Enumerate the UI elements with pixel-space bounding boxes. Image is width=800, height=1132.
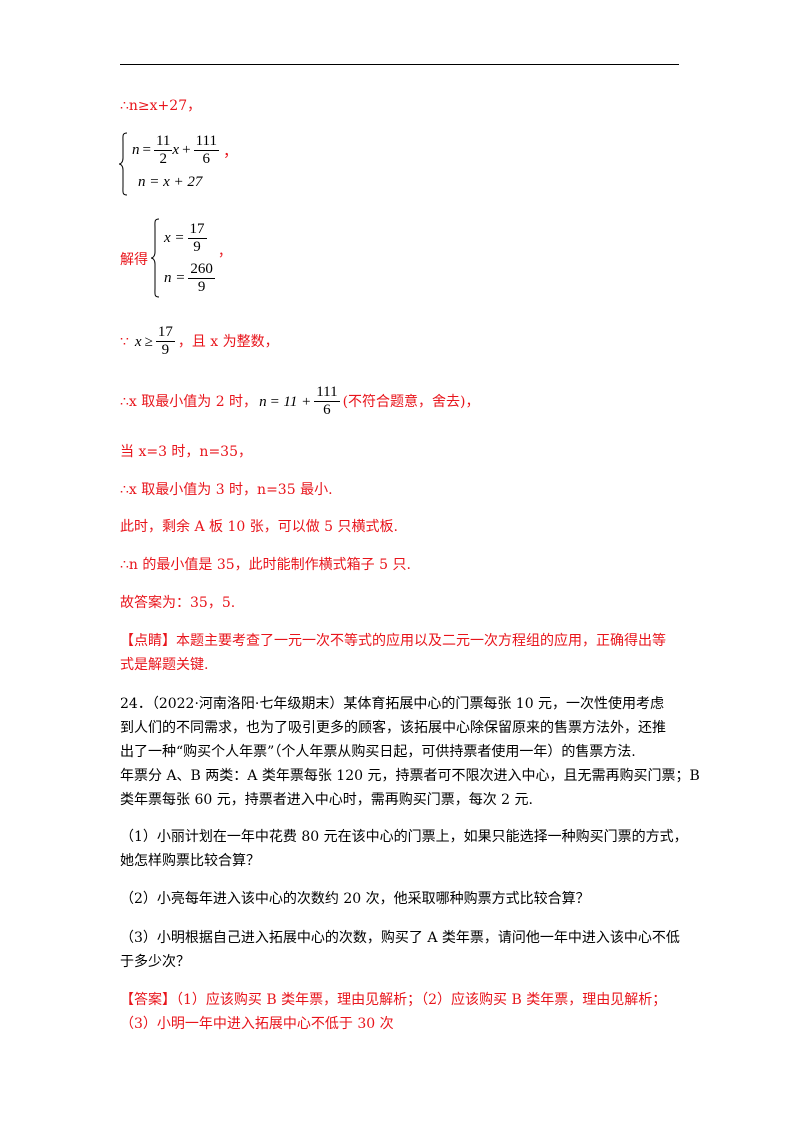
- ge-sign: ≥: [144, 333, 153, 350]
- var-x: x: [134, 333, 142, 350]
- numerator: 111: [314, 384, 340, 402]
- eq-sign: =: [142, 141, 151, 158]
- sub-question-1-line-1: （1）小丽计划在一年中花费 80 元在该中心的门票上，如果只能选择一种购买门票的…: [120, 829, 688, 845]
- sub-question-3-line-1: （3）小明根据自己进入拓展中心的次数，购买了 A 类年票，请问他一年中进入该中心…: [120, 930, 680, 946]
- answer-line-2: （3）小明一年中进入拓展中心不低于 30 次: [120, 1016, 394, 1032]
- question-24-line-2: 到人们的不同需求，也为了吸引更多的顾客，该拓展中心除保留原来的售票方法外，还推: [120, 720, 666, 736]
- line-remaining: 此时，剩余 A 板 10 张，可以做 5 只横式板.: [120, 519, 398, 535]
- var-n: n: [259, 393, 267, 410]
- min-2-text: ∴x 取最小值为 2 时，: [120, 393, 258, 410]
- lhs-n: n =: [164, 269, 186, 286]
- numerator: 17: [155, 324, 175, 342]
- equation-system-2: x = 17 9 n = 260 9 ，: [150, 218, 232, 298]
- numerator: 17: [187, 220, 207, 239]
- numerator: 111: [193, 132, 219, 151]
- fraction-111-6: 111 6: [193, 132, 219, 168]
- denominator: 9: [193, 238, 201, 255]
- fraction-17-9: 17 9: [155, 324, 175, 359]
- dianjing-line-2: 式是解题关键.: [120, 657, 209, 673]
- reject-note: (不符合题意，舍去)，: [342, 393, 480, 410]
- question-24-line-3: 出了一种“购买个人年票”（个人年票从购买日起，可供持票者使用一年）的售票方法.: [120, 744, 636, 760]
- line-answer: 故答案为：35，5.: [120, 595, 236, 611]
- question-24-line-4: 年票分 A、B 两类：A 类年票每张 120 元，持票者可不限次进入中心，且无需…: [120, 768, 700, 784]
- line-x3: 当 x=3 时，n=35，: [120, 444, 252, 460]
- fraction-111-6: 111 6: [314, 384, 340, 419]
- dianjing-line-1: 【点睛】本题主要考查了一元一次不等式的应用以及二元一次方程组的应用，正确得出等: [120, 633, 666, 649]
- question-24-line-5: 类年票每张 60 元，持票者进入中心时，需再购买门票，每次 2 元.: [120, 792, 533, 808]
- plus-sign: +: [182, 141, 191, 158]
- sub-question-2: （2）小亮每年进入该中心的次数约 20 次，他采取哪种购票方式比较合算？: [120, 891, 590, 907]
- system-1-row-2: n = x + 27: [138, 173, 203, 190]
- solve-label: 解得: [120, 252, 148, 268]
- because-symbol: ∵: [120, 333, 129, 350]
- numerator: 260: [188, 260, 215, 279]
- sub-question-1-line-2: 她怎样购票比较合算？: [120, 853, 260, 869]
- answer-line-1: 【答案】（1）应该购买 B 类年票，理由见解析；（2）应该购买 B 类年票，理由…: [120, 992, 667, 1008]
- lhs-x: x =: [164, 229, 185, 246]
- integer-condition: ，且 x 为整数，: [177, 333, 279, 350]
- fraction-260-9: 260 9: [188, 261, 215, 296]
- system-2-row-2: n = 260 9: [164, 258, 215, 298]
- comma: ，: [222, 143, 238, 160]
- denominator: 6: [323, 402, 331, 418]
- numerator: 11: [153, 132, 173, 151]
- expr: = 11 +: [269, 393, 312, 410]
- denominator: 2: [159, 150, 167, 167]
- system-1-row-1: n = 11 2 x + 111 6 ，: [132, 133, 238, 167]
- comma: ，: [217, 244, 232, 260]
- denominator: 9: [161, 342, 170, 358]
- brace-icon: [150, 218, 160, 298]
- line-n-ge: ∴n≥x+27，: [120, 98, 202, 114]
- line-min-3: ∴x 取最小值为 3 时，n=35 最小.: [120, 482, 333, 498]
- fraction-11-2: 11 2: [153, 132, 173, 168]
- denominator: 6: [202, 150, 211, 167]
- sub-question-3-line-2: 于多少次？: [120, 954, 190, 970]
- brace-icon: [118, 132, 128, 196]
- line-min-2: ∴x 取最小值为 2 时， n = 11 + 111 6 (不符合题意，舍去)，: [120, 384, 480, 419]
- question-24-line-1: 24．（2022·河南洛阳·七年级期末）某体育拓展中心的门票每张 10 元，一次…: [120, 696, 665, 712]
- var-n: n: [132, 141, 140, 158]
- equation-system-1: n = 11 2 x + 111 6 ， n = x + 27: [118, 132, 238, 196]
- header-rule: [120, 64, 679, 65]
- denominator: 9: [197, 278, 206, 295]
- var-x: x: [172, 141, 180, 158]
- line-n-min: ∴n 的最小值是 35，此时能制作横式箱子 5 只.: [120, 557, 411, 573]
- fraction-17-9: 17 9: [187, 220, 207, 256]
- line-because: ∵ x ≥ 17 9 ，且 x 为整数，: [120, 324, 279, 359]
- system-2-row-1: x = 17 9: [164, 218, 215, 258]
